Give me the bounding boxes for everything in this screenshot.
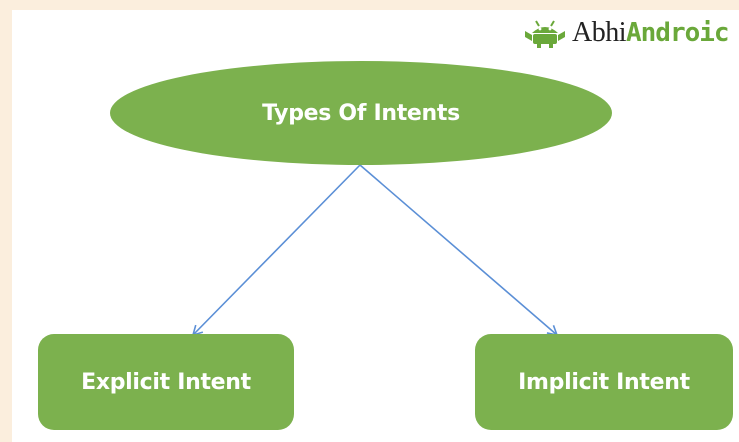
explicit-intent-label: Explicit Intent — [81, 369, 251, 395]
logo-text-android: Androic — [626, 18, 730, 48]
implicit-intent-label: Implicit Intent — [518, 369, 690, 395]
node-implicit-intent: Implicit Intent — [475, 334, 733, 430]
root-node-label: Types Of Intents — [262, 100, 460, 126]
logo-text-abhi: Abhi — [572, 17, 627, 48]
android-robot-icon — [525, 20, 565, 48]
root-node-types-of-intents: Types Of Intents — [110, 61, 612, 165]
node-explicit-intent: Explicit Intent — [38, 334, 294, 430]
